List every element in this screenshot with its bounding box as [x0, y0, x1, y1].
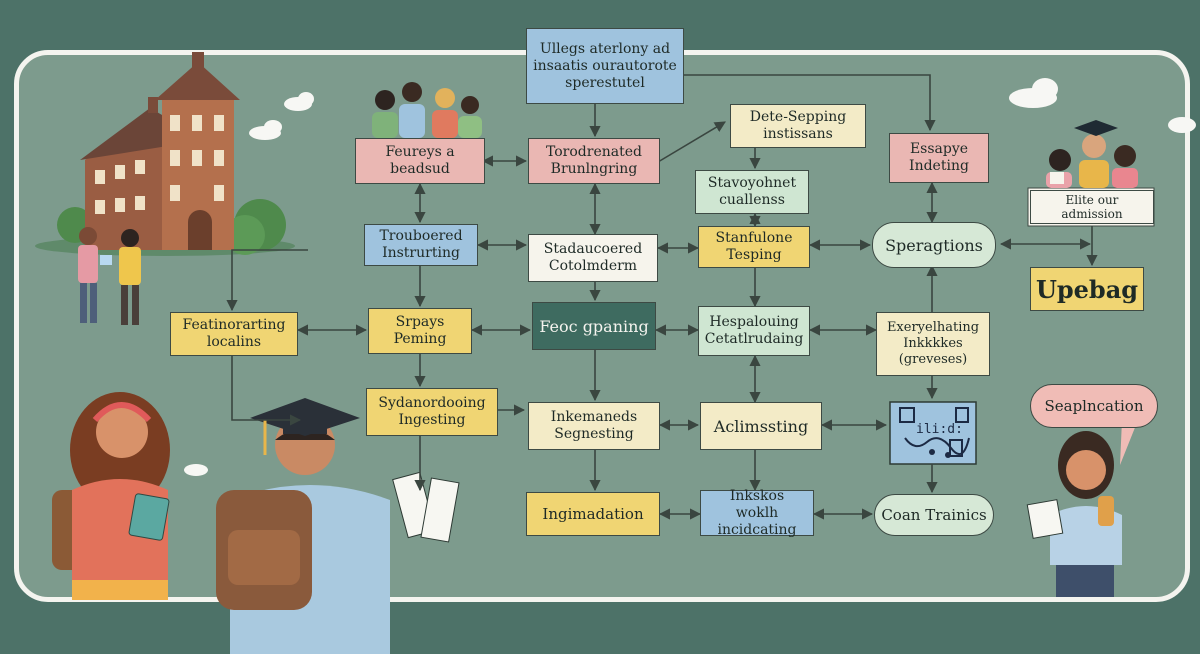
- node-top-overview[interactable]: Ullegs aterlony ad insaatis ourautorote …: [526, 28, 684, 104]
- node-dete-sepping[interactable]: Dete-Sepping instissans: [730, 104, 866, 148]
- students-near-building: [78, 227, 141, 325]
- node-upebag[interactable]: Upebag: [1030, 267, 1144, 311]
- node-featinorarting[interactable]: Featinorarting localins: [170, 312, 298, 356]
- node-srpays[interactable]: Srpays Peming: [368, 308, 472, 354]
- node-stanfulone[interactable]: Stanfulone Tesping: [698, 226, 810, 268]
- node-speragtions[interactable]: Speragtions: [872, 222, 996, 268]
- circuit-chip-icon: [889, 401, 977, 465]
- node-stadaucoered[interactable]: Stadaucoered Cotolmderm: [528, 234, 658, 282]
- node-inkemaneds[interactable]: Inkemaneds Segnesting: [528, 402, 660, 450]
- node-hespalouing[interactable]: Hespalouing Cetatlrudaing: [698, 306, 810, 356]
- node-inkskos[interactable]: Inkskos woklh incidcating: [700, 488, 814, 538]
- node-feureys[interactable]: Feureys a beadsud: [355, 138, 485, 184]
- node-trouboered[interactable]: Trouboered Instrurting: [364, 224, 478, 266]
- student-with-tablet: [52, 392, 170, 600]
- speech-bubble-tail: [1120, 420, 1138, 465]
- node-coan-trainics[interactable]: Coan Trainics: [874, 494, 994, 536]
- node-exeryelhating[interactable]: Exeryelhating Inkkkkes (greveses): [876, 312, 990, 376]
- student-group: [372, 82, 482, 138]
- node-elite-admission[interactable]: Elite our admission: [1030, 190, 1154, 224]
- node-essapye[interactable]: Essapye Indeting: [889, 133, 989, 183]
- node-torodrenated[interactable]: Torodrenated Brunlngring: [528, 138, 660, 184]
- node-ingimadation[interactable]: Ingimadation: [526, 492, 660, 536]
- cloud-icon: [184, 78, 1196, 476]
- node-sydanordooing[interactable]: Sydanordooing Ingesting: [366, 388, 498, 436]
- student-with-paper: [1026, 431, 1122, 597]
- node-aclimssting[interactable]: Aclimssting: [700, 402, 822, 450]
- node-stavoyohnet[interactable]: Stavoyohnet cuallenss: [695, 170, 809, 214]
- node-feoc-gpaning[interactable]: Feoc gpaning: [532, 302, 656, 350]
- node-seaplncation[interactable]: Seaplncation: [1030, 384, 1158, 428]
- student-with-graduation-cap: [216, 398, 460, 654]
- university-building: [35, 52, 295, 256]
- chip-label: ili:d:: [916, 422, 963, 437]
